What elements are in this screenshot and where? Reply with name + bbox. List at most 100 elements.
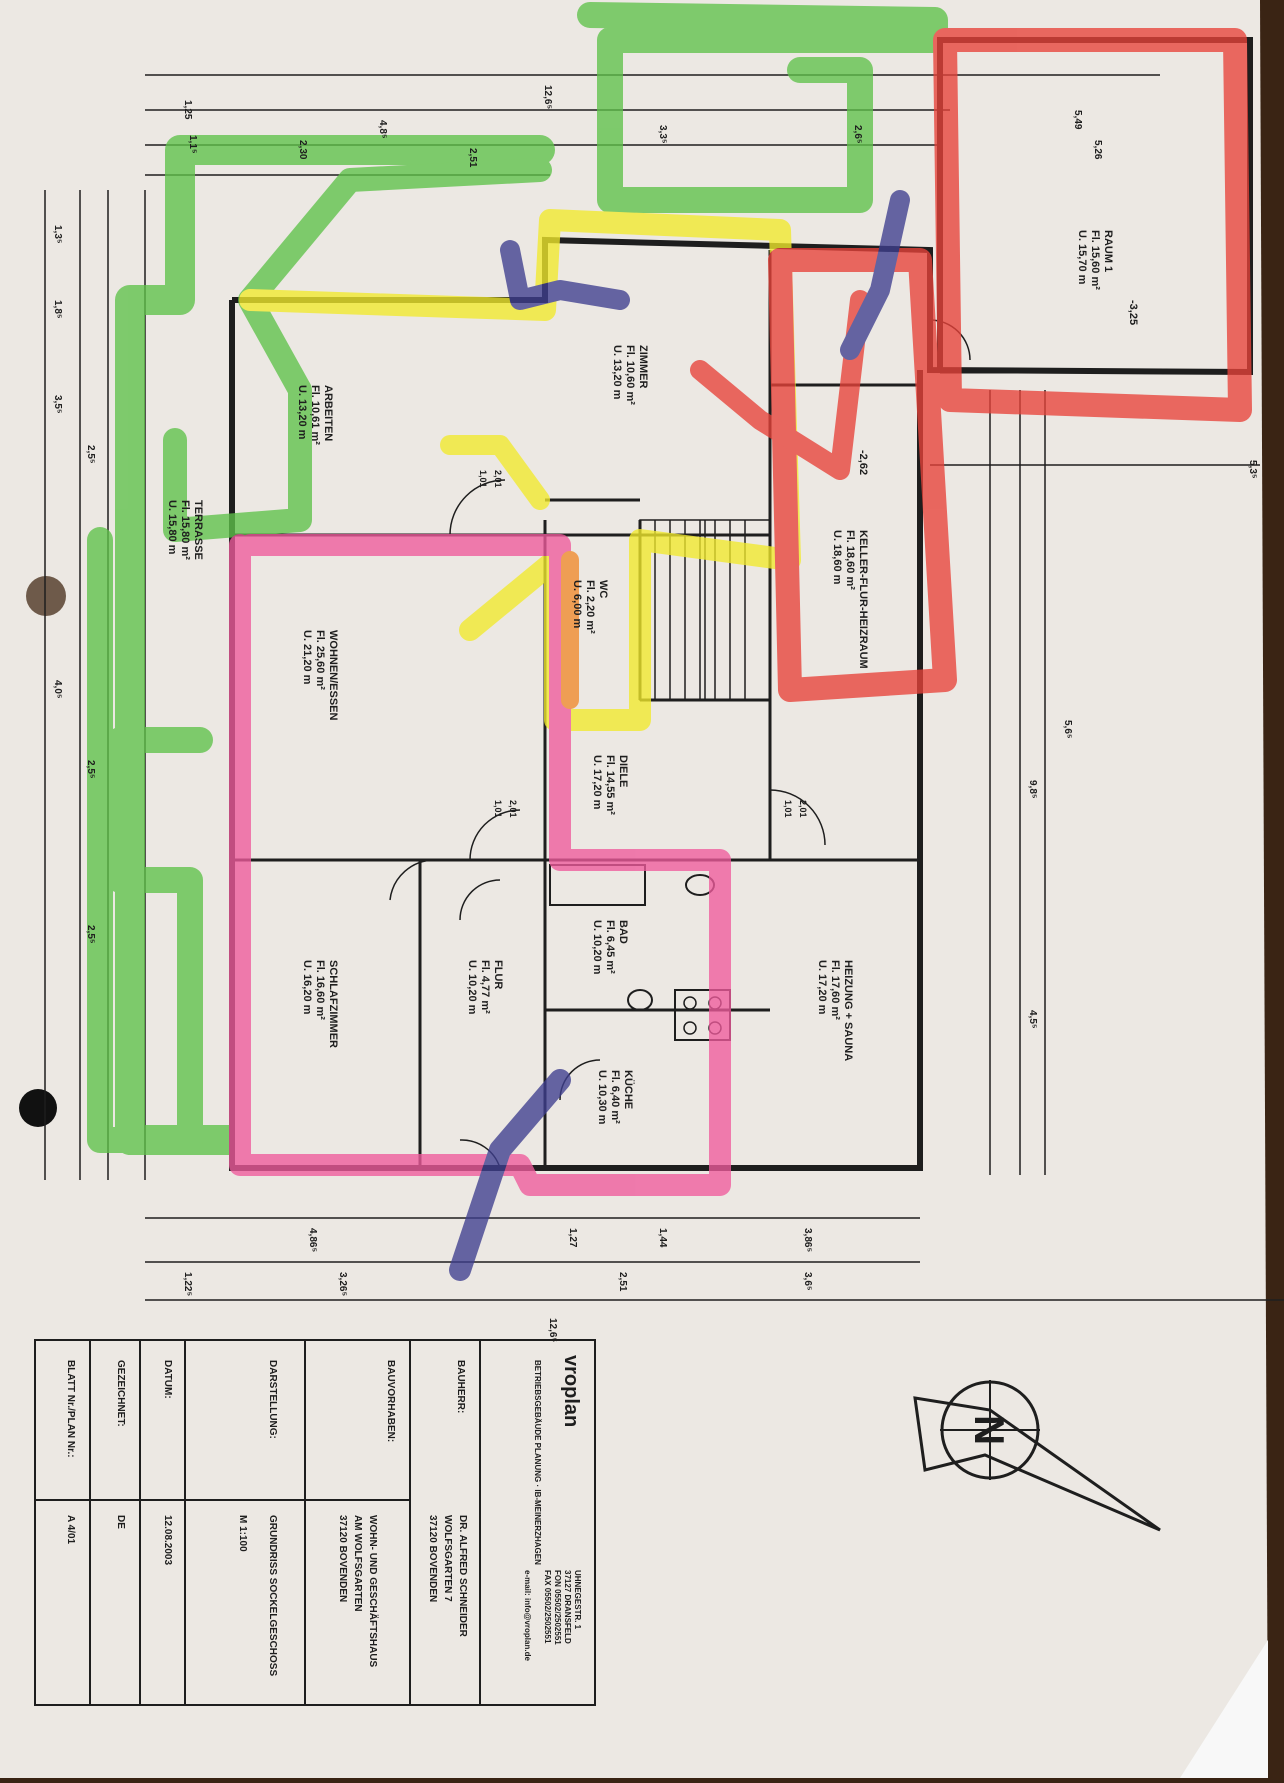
stove-burner — [683, 996, 697, 1010]
bauvorhaben-value: AM WOLFSGARTEN — [352, 1515, 363, 1612]
binder-hole-top — [26, 576, 66, 616]
bauvorhaben-label: BAUVORHABEN: — [385, 1360, 396, 1442]
svg-text:ARBEITEN: ARBEITEN — [322, 385, 334, 441]
green-highlight — [87, 527, 213, 1153]
level-keller: -2,62 — [857, 450, 869, 475]
dim-top-g: 2,30 — [297, 140, 308, 160]
red-highlight — [933, 28, 1252, 422]
svg-text:U. 18,60 m: U. 18,60 m — [831, 530, 843, 585]
binder-hole-bottom — [19, 1089, 57, 1127]
svg-text:FLUR: FLUR — [492, 960, 504, 989]
dim-top-a: 1,25 — [182, 100, 193, 120]
gezeichnet-value: DE — [115, 1515, 126, 1529]
dim-bottom-g: 1,27 — [567, 1228, 578, 1248]
room-schlafen: SCHLAFZIMMER Fl. 16,60 m² U. 16,20 m — [301, 960, 339, 1048]
svg-text:U. 10,30 m: U. 10,30 m — [596, 1070, 608, 1125]
north-letter: N — [966, 1415, 1013, 1445]
dim-top-i: 5,26 — [1092, 140, 1103, 160]
dim-bottom-h: 1,44 — [657, 1228, 668, 1248]
firm-address: UHNEGESTR. 1 — [573, 1570, 582, 1630]
darstellung-value: GRUNDRISS SOCKELGESCHOSS — [267, 1515, 278, 1676]
door-mark: 2,01 — [508, 800, 518, 818]
stove-burner — [683, 1021, 697, 1035]
washbasin — [627, 989, 653, 1011]
dim-top-b: 4,8⁵ — [377, 120, 388, 139]
yellow-highlight — [440, 435, 550, 510]
datum-label: DATUM: — [162, 1360, 173, 1399]
svg-text:Fl. 15,60 m²: Fl. 15,60 m² — [1089, 230, 1101, 290]
dim-bottom-total: 12,6⁵ — [547, 1318, 558, 1342]
bauherr-value: DR. ALFRED SCHNEIDER — [457, 1515, 468, 1638]
svg-text:DIELE: DIELE — [617, 755, 629, 787]
north-arrow: N — [913, 1380, 1161, 1532]
svg-text:-2,62: -2,62 — [857, 450, 869, 475]
level-raum: -3,25 — [1127, 300, 1139, 325]
firm-email: e-mail: info@vroplan.de — [523, 1570, 532, 1661]
dim-top-f: 2,51 — [467, 148, 478, 168]
dim-bottom-b: 3,26⁵ — [337, 1272, 348, 1296]
svg-text:U. 15,70 m: U. 15,70 m — [1076, 230, 1088, 285]
room-labels: RAUM 1 Fl. 15,60 m² U. 15,70 m -3,25 ZIM… — [166, 230, 1139, 1125]
svg-text:U. 17,20 m: U. 17,20 m — [591, 755, 603, 810]
blatt-label: BLATT Nr./PLAN Nr.: — [65, 1360, 76, 1458]
firm-address: FAX 05502/2502551 — [543, 1570, 552, 1644]
bauherr-label: BAUHERR: — [455, 1360, 466, 1413]
svg-text:WC: WC — [597, 580, 609, 598]
svg-text:WOHNEN/ESSEN: WOHNEN/ESSEN — [327, 630, 339, 721]
dim-top-c: 3,3⁵ — [657, 125, 668, 144]
dim-bottom-c: 2,51 — [617, 1272, 628, 1292]
svg-text:KÜCHE: KÜCHE — [622, 1070, 635, 1109]
svg-text:U. 13,20 m: U. 13,20 m — [296, 385, 308, 440]
svg-text:Fl. 2,20 m²: Fl. 2,20 m² — [584, 580, 596, 634]
room-kueche: KÜCHE Fl. 6,40 m² U. 10,30 m — [596, 1070, 635, 1125]
pink-highlight — [229, 534, 731, 1196]
door-mark: 2,01 — [493, 470, 503, 488]
svg-text:Fl. 25,60 m²: Fl. 25,60 m² — [314, 630, 326, 690]
svg-text:Fl. 6,40 m²: Fl. 6,40 m² — [609, 1070, 621, 1124]
marker-highlights — [87, 2, 1252, 1281]
door-mark: 1,01 — [478, 470, 488, 488]
dim-right-d: 4,5⁵ — [1027, 1010, 1038, 1029]
green-highlight — [163, 158, 552, 542]
dim-left-g: 2,5⁵ — [85, 925, 96, 944]
door-mark: 2,01 — [798, 800, 808, 818]
svg-text:Fl. 10,61 m²: Fl. 10,61 m² — [309, 385, 321, 445]
dim-bottom-d: 3,6⁵ — [802, 1272, 813, 1291]
dim-top-h: 5,49 — [1072, 110, 1083, 130]
firm-logo: vroplan — [560, 1355, 582, 1427]
svg-text:ZIMMER: ZIMMER — [637, 345, 649, 388]
dim-left-e: 4,0⁵ — [52, 680, 63, 699]
darstellung-value: M 1:100 — [237, 1515, 248, 1552]
blue-highlight — [449, 1069, 571, 1281]
blatt-value: A 4/01 — [65, 1515, 76, 1545]
svg-text:Fl. 16,60 m²: Fl. 16,60 m² — [314, 960, 326, 1020]
red-highlight — [690, 290, 870, 480]
svg-text:Fl. 17,60 m²: Fl. 17,60 m² — [829, 960, 841, 1020]
dim-left-f: 2,5⁵ — [85, 760, 96, 779]
bauherr-value: 37120 BOVENDEN — [427, 1515, 438, 1602]
dim-top-d: 2,6⁵ — [852, 125, 863, 144]
svg-text:HEIZUNG + SAUNA: HEIZUNG + SAUNA — [842, 960, 854, 1061]
svg-text:SCHLAFZIMMER: SCHLAFZIMMER — [327, 960, 339, 1048]
room-wc: WC Fl. 2,20 m² U. 6,00 m — [571, 580, 609, 634]
title-block-text: vroplan BETRIEBSGEBÄUDE PLANUNG · IB-MEI… — [65, 1355, 582, 1676]
svg-text:Fl. 18,60 m²: Fl. 18,60 m² — [844, 530, 856, 590]
room-arbeiten: ARBEITEN Fl. 10,61 m² U. 13,20 m — [296, 385, 334, 445]
room-terrasse: TERRASSE Fl. 15,80 m² U. 15,80 m — [166, 500, 204, 560]
svg-text:RAUM 1: RAUM 1 — [1102, 230, 1114, 272]
dim-top-total: 12,6⁵ — [542, 85, 553, 109]
svg-text:Fl. 14,55 m²: Fl. 14,55 m² — [604, 755, 616, 815]
dim-left-b: 1,8⁵ — [52, 300, 63, 319]
room-diele: DIELE Fl. 14,55 m² U. 17,20 m — [591, 755, 629, 815]
room-bad: BAD Fl. 6,45 m² U. 10,20 m — [591, 920, 629, 975]
dim-left-a: 1,3⁵ — [52, 225, 63, 244]
svg-text:Fl. 10,60 m²: Fl. 10,60 m² — [624, 345, 636, 405]
svg-text:U. 17,20 m: U. 17,20 m — [816, 960, 828, 1015]
svg-text:Fl. 15,80 m²: Fl. 15,80 m² — [179, 500, 191, 560]
bauvorhaben-value: WOHN- UND GESCHÄFTSHAUS — [367, 1515, 380, 1668]
paper-corner — [1180, 1640, 1268, 1778]
red-highlight — [768, 248, 957, 702]
door-marks: 1,01 2,01 1,01 2,01 1,01 2,01 — [478, 470, 808, 818]
firm-address: 37127 DRANSFELD — [563, 1570, 572, 1644]
